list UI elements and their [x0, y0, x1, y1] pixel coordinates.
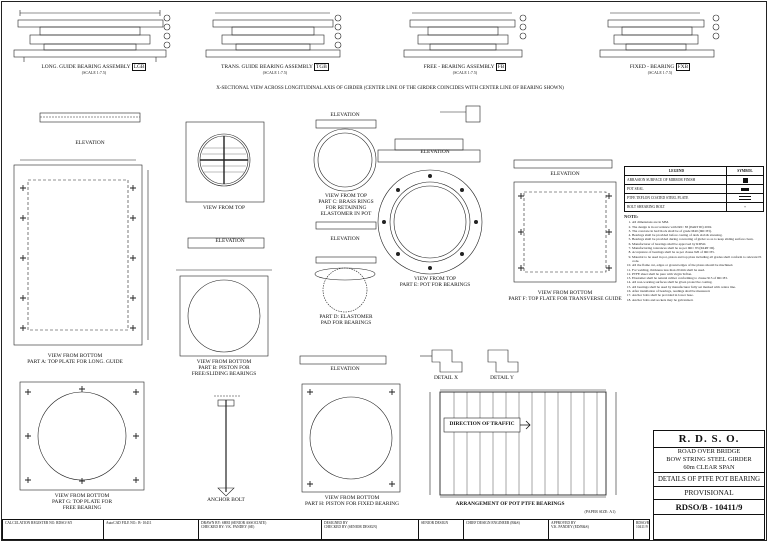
elevation-h-caption: ELEVATION: [330, 366, 360, 372]
elevation-c-caption: ELEVATION: [330, 112, 360, 118]
note-item: Material to be used in pot, piston and t…: [632, 255, 764, 264]
calc-register: CALCULATION REGISTER NO. RDSO/ 8/5: [3, 520, 104, 539]
signature-strip: CALCULATION REGISTER NO. RDSO/ 8/5 AutoC…: [2, 519, 650, 540]
note-item: All dimensions are in MM.: [632, 220, 764, 224]
designed-by: DESIGNED BY CHECKED BY (SENIOR DESIGN): [322, 520, 419, 539]
title-block: R. D. S. O. ROAD OVER BRIDGE BOW STRING …: [653, 430, 765, 540]
part-f-caption: VIEW FROM BOTTOM PART F: TOP FLATE FOR T…: [508, 290, 622, 302]
paper-size: (PAPER SIZE: A1): [584, 509, 616, 514]
fb-assembly-drawing: [403, 12, 527, 58]
tgb-title: TRANS. GUIDE BEARING ASSEMBLY TGB: [221, 63, 329, 71]
elevation-f-caption: ELEVATION: [550, 171, 580, 177]
arrangement-caption: ARRANGEMENT OF POT PTFE BEARINGS: [455, 501, 565, 507]
view-from-top-caption: VIEW FROM TOP: [203, 205, 245, 211]
note-item: Manufacturing tolerances shall be as per…: [632, 246, 764, 250]
chief-design: CHIEF DESIGN ENGINEER (B&S): [464, 520, 549, 539]
detail-y-caption: DETAIL Y: [490, 375, 514, 381]
detail-x-caption: DETAIL X: [433, 375, 459, 381]
part-d-caption: PART D: ELASTOMER PAD FOR BEARINGS: [319, 314, 373, 326]
elevation-e-caption: ELEVATION: [420, 149, 450, 155]
note-item: All the flame cut, edges or ground edges…: [632, 263, 764, 267]
part-h-caption: VIEW FROM BOTTOM PART H: PISTON FOR FIXE…: [304, 495, 400, 507]
status-badge: PROVISIONAL: [654, 487, 764, 500]
legend-row: ABRASION SURFACE OF MIRROR FINISH: [625, 175, 763, 184]
senior-design: SENIOR DESIGN: [419, 520, 464, 539]
fxb-assembly-drawing: [599, 12, 720, 58]
tgb-scale: (SCALE 1:7.5): [262, 70, 288, 75]
drawn-by: DRAWN BY: SHRI (SENIOR ASSOCIATE) CHECKE…: [199, 520, 322, 539]
title-line-1: ROAD OVER BRIDGE: [677, 448, 741, 455]
note-item: Elastomer shall be natural rubber confor…: [632, 276, 764, 280]
fxb-scale: (SCALE 1:7.5): [647, 70, 673, 75]
note-item: After installation of bearings, readings…: [632, 289, 764, 293]
fxb-title: FIXED - BEARING FXB: [629, 63, 691, 71]
note-item: All non-working surfaces shall be given …: [632, 280, 764, 284]
part-c-caption: VIEW FROM TOP PART C: BRASS RINGS FOR RE…: [318, 193, 374, 217]
notes-list: All dimensions are in MM. The design is …: [632, 220, 764, 302]
part-b-caption: VIEW FROM BOTTOM PART B: PISTON FOR FREE…: [191, 359, 257, 377]
note-item: Anchor bolts and sockets may be galvaniz…: [632, 298, 764, 302]
note-item: Acceptance of bearings shall be as per c…: [632, 250, 764, 254]
legend-row: BOLT SHEARING BOLT+: [625, 202, 763, 211]
legend-row: PTFE TEFLON COATED STEEL PLATE: [625, 193, 763, 202]
note-item: Bearings shall be provided during concre…: [632, 237, 764, 241]
direction-of-traffic: DIRECTION OF TRAFFIC: [449, 421, 515, 427]
approved-by: APPROVED BY V.K. PANDEY (ED/B&S): [549, 520, 634, 539]
elevation-b-caption: ELEVATION: [215, 238, 245, 244]
lgb-scale: (SCALE 1:7.5): [81, 70, 107, 75]
part-a-caption: VIEW FROM BOTTOM PART A: TOP PLATE FOR L…: [27, 353, 123, 365]
title-line-4: DETAILS OF PTFE POT BEARING: [654, 473, 764, 487]
note-item: PTFE sheet shall be pure with virgin Tef…: [632, 272, 764, 276]
autocad-file: AutoCAD FILE NO.: B- 10411: [104, 520, 199, 539]
note-item: For welding, thickness less than 20 mm s…: [632, 268, 764, 272]
org-name: R. D. S. O.: [654, 431, 764, 448]
fb-title: FREE - BEARING ASSEMBLY FB: [423, 63, 507, 71]
note-item: Anchor bolts shall be provided in lower …: [632, 293, 764, 297]
fb-scale: (SCALE 1:7.5): [452, 70, 478, 75]
drawing-number: RDSO/B - 10411/9: [654, 500, 764, 515]
legend-row: POT SEAL: [625, 184, 763, 193]
title-line-2: BOW STRING STEEL GIRDER: [666, 456, 752, 463]
anchor-bolt-caption: ANCHOR BOLT: [207, 497, 245, 503]
part-e-caption: VIEW FROM TOP PART E: POT FOR BEARINGS: [399, 276, 471, 288]
tgb-assembly-drawing: [205, 12, 342, 58]
note-item: The concrete in bed block shall be of gr…: [632, 229, 764, 233]
lgb-title: LONG. GUIDE BEARING ASSEMBLY LGB: [41, 63, 147, 71]
title-line-3: 60m CLEAR SPAN: [654, 464, 764, 473]
part-g-caption: VIEW FROM BOTTOM PART G: TOP PLATE FOR F…: [51, 493, 113, 511]
notes-block: NOTE: All dimensions are in MM. The desi…: [624, 214, 764, 302]
lgb-assembly-drawing: [13, 10, 171, 62]
note-item: All bearings shall be used by manufactur…: [632, 285, 764, 289]
note-item: The design is in accordance with IRC: 83…: [632, 225, 764, 229]
elevation-d-caption: ELEVATION: [330, 236, 360, 242]
strip-number: RDSO/B-10411/9: [636, 521, 649, 530]
section-heading: X-SECTIONAL VIEW ACROSS LONGITUDINAL AXI…: [216, 86, 564, 91]
note-item: Manufacturer of bearings shall be approv…: [632, 242, 764, 246]
note-item: Bearings shall be provided before castin…: [632, 233, 764, 237]
elevation-a-caption: ELEVATION: [75, 140, 105, 146]
